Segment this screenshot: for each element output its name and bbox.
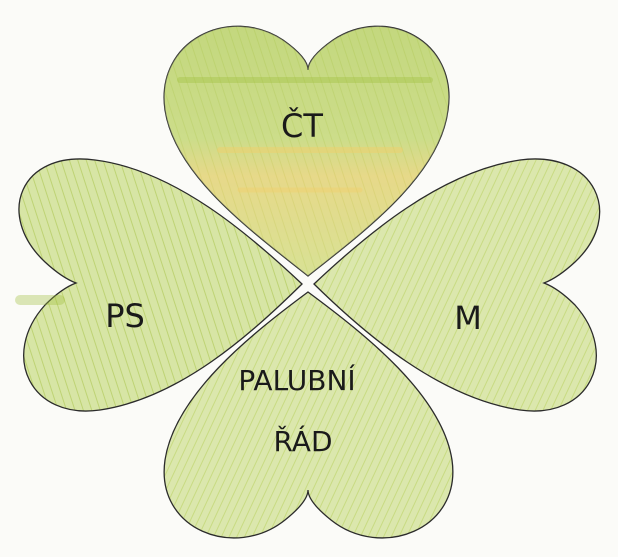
leaf-top-label: ČT bbox=[281, 110, 323, 142]
leaf-bottom-label-line2: ŘÁD bbox=[273, 428, 332, 456]
leaf-right-label: M bbox=[454, 302, 482, 334]
leaf-left-label: PS bbox=[105, 300, 145, 332]
leaf-bottom-label-line1: PALUBNÍ bbox=[238, 367, 355, 395]
